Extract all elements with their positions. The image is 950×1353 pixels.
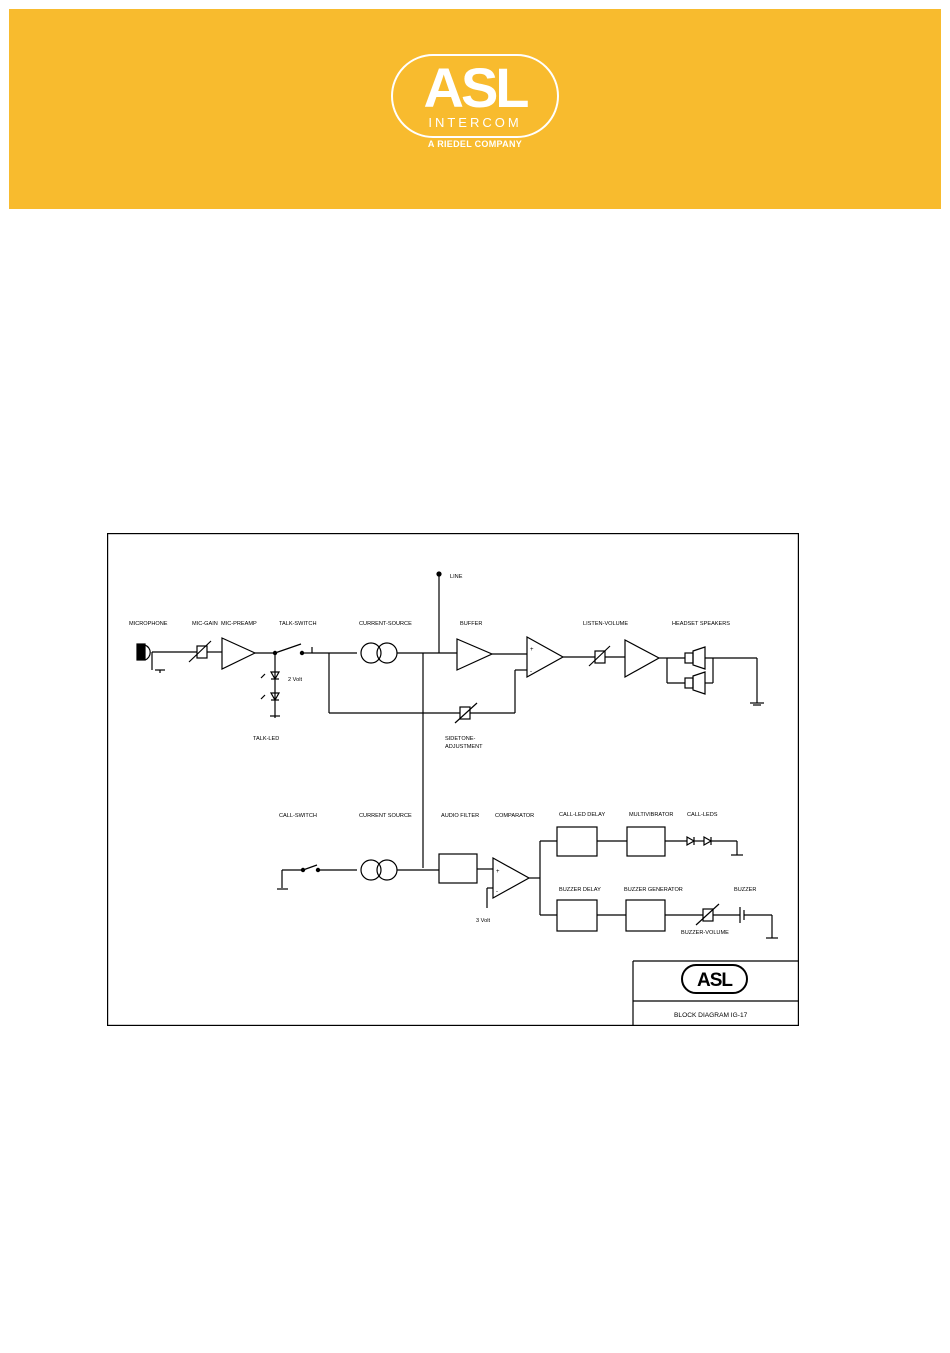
label-buzzer-delay: BUZZER DELAY (559, 887, 601, 893)
label-mic-gain: MIC-GAIN (192, 621, 218, 627)
label-mic-preamp: MIC-PREAMP (221, 621, 257, 627)
buzzer-symbol (739, 907, 778, 939)
headset-speakers-symbol (666, 646, 764, 706)
current-source-bottom-symbol (360, 859, 398, 881)
svg-text:+: + (530, 647, 534, 653)
talk-switch-symbol (272, 643, 313, 718)
buffer-amplifier (456, 638, 494, 671)
buzzer-delay-block (556, 899, 598, 932)
label-audio-filter: AUDIO FILTER (441, 813, 479, 819)
label-ref-volt: 3 Volt (476, 918, 490, 924)
logo-brand-sub: INTERCOM (428, 115, 522, 130)
label-microphone: MICROPHONE (129, 621, 168, 627)
diagram-frame (107, 533, 799, 1026)
buzzer-generator-block (625, 899, 666, 932)
comparator-amplifier (492, 856, 531, 900)
title-logo-pill (681, 964, 748, 994)
label-buzzer: BUZZER (734, 887, 756, 893)
logo-tagline: A RIEDEL COMPANY (427, 139, 523, 149)
mic-preamp-amplifier (221, 637, 257, 670)
label-current-source-bottom: CURRENT SOURCE (359, 813, 412, 819)
title-block-caption: BLOCK DIAGRAM IG-17 (674, 1012, 748, 1019)
output-amplifier (624, 639, 661, 679)
listen-volume-resistor (588, 645, 611, 667)
label-line: LINE (450, 574, 463, 580)
svg-text:-: - (496, 889, 498, 895)
header-banner (9, 9, 941, 209)
call-led-delay-block (556, 826, 598, 857)
label-call-leds: CALL-LEDS (687, 812, 718, 818)
mic-gain-resistor (188, 640, 222, 663)
talk-led-symbols (260, 671, 281, 717)
label-headset-speakers: HEADSET SPEAKERS (672, 621, 730, 627)
label-buzzer-generator: BUZZER GENERATOR (624, 887, 683, 893)
label-led-volt: 2 Volt (288, 677, 302, 683)
label-multivibrator: MULTIVIBRATOR (629, 812, 673, 818)
label-sidetone: SIDETONE- (445, 736, 475, 742)
audio-filter-block (438, 853, 478, 884)
asl-logo: ASL INTERCOM (391, 54, 559, 138)
svg-text:-: - (530, 669, 532, 675)
microphone-symbol (136, 643, 197, 673)
label-talk-switch: TALK-SWITCH (279, 621, 317, 627)
label-listen-volume: LISTEN-VOLUME (583, 621, 628, 627)
mixer-amplifier (526, 635, 565, 679)
label-adjustment: ADJUSTMENT (445, 744, 483, 750)
logo-brand: ASL (423, 56, 530, 119)
current-source-top-symbol (360, 642, 398, 664)
label-buzzer-volume: BUZZER-VOLUME (681, 930, 729, 936)
block-diagram: + - + - LINE MICROPHONE MIC-GAIN MIC-PRE… (107, 533, 799, 1026)
label-call-led-delay: CALL-LED DELAY (559, 812, 605, 818)
title-block-logo: ASL (697, 970, 733, 991)
svg-text:+: + (496, 869, 500, 875)
label-buffer: BUFFER (460, 621, 482, 627)
multivibrator-block (626, 826, 666, 857)
call-switch-symbol (277, 864, 357, 890)
label-comparator: COMPARATOR (495, 813, 534, 819)
label-current-source-top: CURRENT-SOURCE (359, 621, 412, 627)
label-call-switch: CALL-SWITCH (279, 813, 317, 819)
label-talk-led: TALK-LED (253, 736, 279, 742)
call-leds-symbol (686, 835, 743, 856)
